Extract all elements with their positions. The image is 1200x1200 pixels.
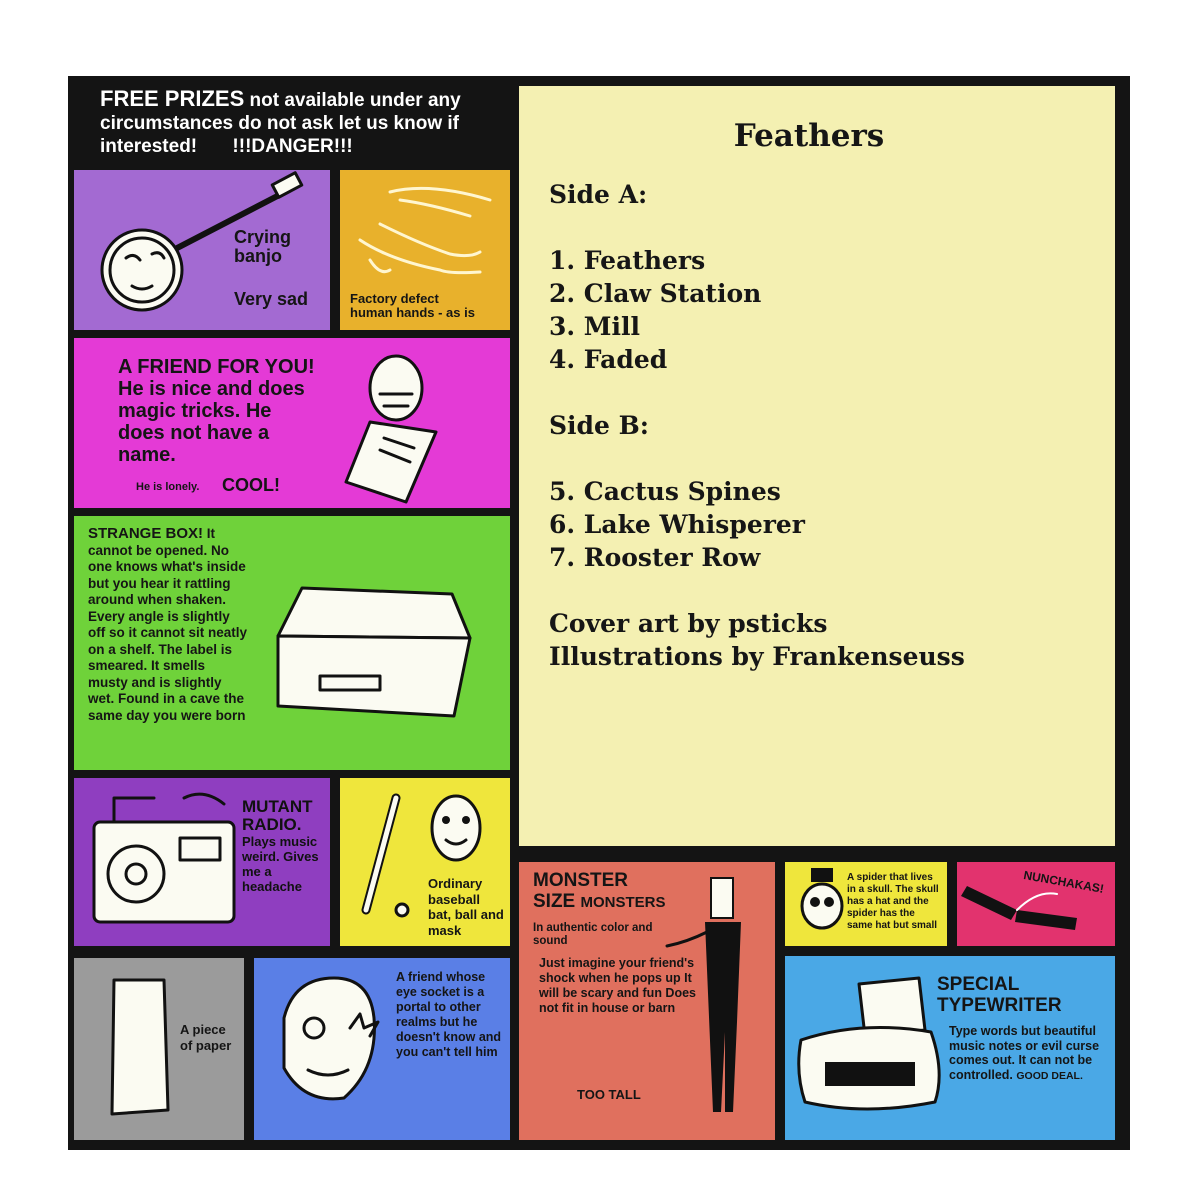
radio-title2: RADIO.: [242, 815, 302, 834]
typewriter-title: SPECIAL TYPEWRITER: [937, 974, 1062, 1016]
typewriter-desc: Type words but beautiful music notes or …: [949, 1024, 1100, 1082]
track-item: 4. Faded: [549, 345, 668, 374]
side-a-label: Side A:: [549, 180, 648, 209]
skull-illustration: [800, 868, 844, 930]
radio-panel: MUTANT RADIO. Plays music weird. Gives m…: [74, 778, 330, 946]
track-item: 2. Claw Station: [549, 279, 762, 308]
monster-panel: MONSTER SIZE MONSTERS In authentic color…: [519, 862, 775, 1140]
hands-caption: Factory defect human hands - as is: [350, 292, 475, 319]
nunchakas-illustration: [961, 886, 1077, 930]
box-text: It cannot be opened. No one knows what's…: [88, 526, 248, 723]
bat-caption: Ordinary baseball bat, ball and mask: [428, 876, 504, 938]
box-panel: STRANGE BOX! It cannot be opened. No one…: [74, 516, 510, 770]
monster-text: Just imagine your friend's shock when he…: [539, 956, 696, 1015]
friend-illustration: [344, 354, 438, 504]
banjo-line2: banjo: [234, 245, 282, 266]
friend-cool: COOL!: [222, 475, 280, 495]
monster-sub: In authentic color and sound: [533, 922, 653, 947]
eye-caption: A friend whose eye socket is a portal to…: [396, 970, 502, 1059]
monster-title2a: SIZE: [533, 891, 576, 912]
track-item: 6. Lake Whisperer: [549, 510, 805, 539]
tracklist-panel: Feathers Side A: 1. Feathers 2. Claw Sta…: [519, 86, 1115, 846]
banjo-line1: Crying: [234, 227, 292, 247]
hands-line2: human hands - as is: [350, 304, 475, 320]
spider-panel: A spider that lives in a skull. The skul…: [785, 862, 947, 946]
credit-line: Illustrations by Frankenseuss: [549, 642, 965, 671]
friend-small: He is lonely.: [136, 481, 200, 493]
nunchakas-panel: NUNCHAKAS!: [957, 862, 1115, 946]
typewriter-title2: TYPEWRITER: [937, 995, 1062, 1016]
banjo-caption: Crying banjo Very sad: [234, 228, 308, 309]
typewriter-text: Type words but beautiful music notes or …: [949, 1024, 1109, 1083]
comic-frame: FREE PRIZES not available under any circ…: [68, 76, 1130, 1150]
danger-text: !!!DANGER!!!: [232, 135, 353, 157]
paper-caption: A piece of paper: [180, 1022, 232, 1053]
typewriter-title1: SPECIAL: [937, 974, 1020, 995]
side-b-label: Side B:: [549, 411, 649, 440]
hands-line1: Factory defect: [350, 291, 439, 306]
banjo-panel: Crying banjo Very sad: [74, 170, 330, 330]
hands-illustration: [358, 186, 492, 275]
paper-illustration: [110, 978, 170, 1116]
box-illustration: [276, 586, 472, 718]
friend-panel: A FRIEND FOR YOU! He is nice and does ma…: [74, 338, 510, 508]
hands-panel: Factory defect human hands - as is: [340, 170, 510, 330]
eye-friend-illustration: [282, 976, 380, 1101]
track-item: 5. Cactus Spines: [549, 477, 781, 506]
free-prizes-title: FREE PRIZES: [100, 86, 245, 111]
radio-text: Plays music weird. Gives me a headache: [242, 834, 319, 894]
typewriter-panel: SPECIAL TYPEWRITER Type words but beauti…: [785, 956, 1115, 1140]
typewriter-illustration: [797, 976, 941, 1111]
monster-title1: MONSTER: [533, 870, 628, 891]
paper-panel: A piece of paper: [74, 958, 244, 1140]
spider-caption: A spider that lives in a skull. The skul…: [847, 872, 939, 931]
box-caption: STRANGE BOX! It cannot be opened. No one…: [88, 525, 248, 724]
typewriter-deal: GOOD DEAL.: [1016, 1069, 1083, 1082]
monster-title2b: MONSTERS: [580, 894, 666, 911]
bat-illustration: [361, 793, 482, 918]
banjo-illustration: [100, 171, 304, 312]
credit-line: Cover art by psticks: [549, 609, 828, 638]
box-title: STRANGE BOX!: [88, 525, 204, 542]
header-text: FREE PRIZES not available under any circ…: [100, 86, 518, 158]
friend-caption: A FRIEND FOR YOU! He is nice and does ma…: [118, 356, 318, 466]
eye-portal-panel: A friend whose eye socket is a portal to…: [254, 958, 510, 1140]
track-item: 7. Rooster Row: [549, 543, 761, 572]
radio-illustration: [92, 792, 236, 924]
tracklist-body: Side A: 1. Feathers 2. Claw Station 3. M…: [549, 178, 965, 673]
track-item: 1. Feathers: [549, 246, 706, 275]
track-item: 3. Mill: [549, 312, 640, 341]
banjo-line3: Very sad: [234, 288, 309, 309]
bat-panel: Ordinary baseball bat, ball and mask: [340, 778, 510, 946]
monster-title: MONSTER SIZE MONSTERS: [533, 870, 666, 913]
header-panel: FREE PRIZES not available under any circ…: [68, 76, 518, 164]
monster-illustration: [665, 877, 741, 1112]
radio-title1: MUTANT: [242, 797, 313, 816]
friend-text: A FRIEND FOR YOU! He is nice and does ma…: [118, 356, 315, 466]
radio-caption: MUTANT RADIO. Plays music weird. Gives m…: [242, 797, 326, 895]
monster-tall: TOO TALL: [577, 1087, 641, 1102]
album-title: Feathers: [733, 118, 885, 154]
header-disclaimer: not available under any circumstances do…: [100, 90, 461, 157]
